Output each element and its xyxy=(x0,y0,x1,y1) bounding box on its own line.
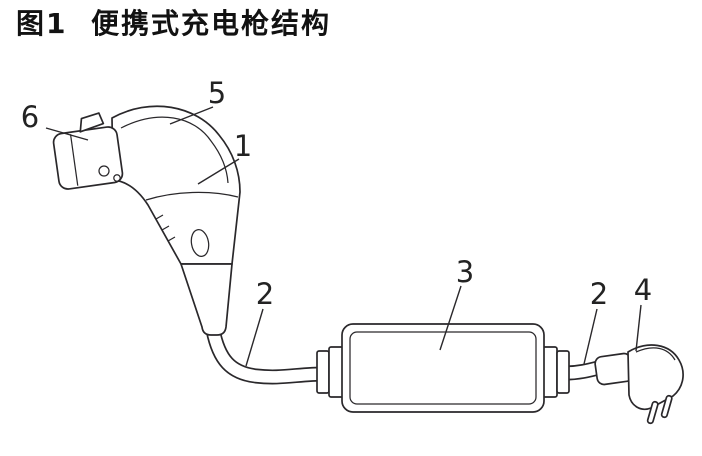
power-plug xyxy=(594,344,684,425)
plug-pin xyxy=(646,400,659,425)
callout-label-1: 1 xyxy=(234,129,252,163)
leader-line-1 xyxy=(197,158,240,185)
leader-line-3 xyxy=(439,285,462,351)
connector-detail-circle xyxy=(98,165,110,177)
leader-line-5 xyxy=(169,106,214,125)
connector-latch xyxy=(79,112,105,133)
callout-label-4: 4 xyxy=(634,273,652,307)
plug-body xyxy=(627,344,684,411)
gun-body xyxy=(111,105,241,265)
charging-gun xyxy=(52,105,241,336)
connector-face-line xyxy=(69,134,79,186)
leader-line-2a xyxy=(245,308,264,367)
leader-lines xyxy=(45,106,642,367)
callout-labels: 6 5 1 2 3 2 4 xyxy=(21,76,652,311)
callout-label-3: 3 xyxy=(456,255,474,289)
callout-label-2b: 2 xyxy=(590,277,608,311)
control-box-shell xyxy=(341,323,545,413)
gun-strain-relief xyxy=(180,263,233,336)
leader-line-2b xyxy=(583,308,598,365)
grip-top-seam xyxy=(145,191,239,201)
gland-right-outer xyxy=(556,350,570,394)
callout-label-2a: 2 xyxy=(256,277,274,311)
control-box-inner-seam xyxy=(349,331,537,405)
plug-face-seam xyxy=(635,347,676,361)
leader-line-4 xyxy=(635,304,642,352)
charging-cable-left xyxy=(205,328,326,385)
connector-detail-circle xyxy=(113,174,121,182)
grip-button xyxy=(190,228,210,258)
callout-label-5: 5 xyxy=(208,76,226,110)
callout-label-6: 6 xyxy=(21,100,39,134)
grip-ridges xyxy=(155,214,176,242)
plug-pin xyxy=(660,394,673,419)
gland-left-outer xyxy=(316,350,330,394)
gun-connector-head xyxy=(52,112,124,190)
inline-control-box xyxy=(316,323,570,413)
figure-title: 图1 便携式充电枪结构 xyxy=(16,7,331,40)
leader-line-6 xyxy=(45,127,89,141)
